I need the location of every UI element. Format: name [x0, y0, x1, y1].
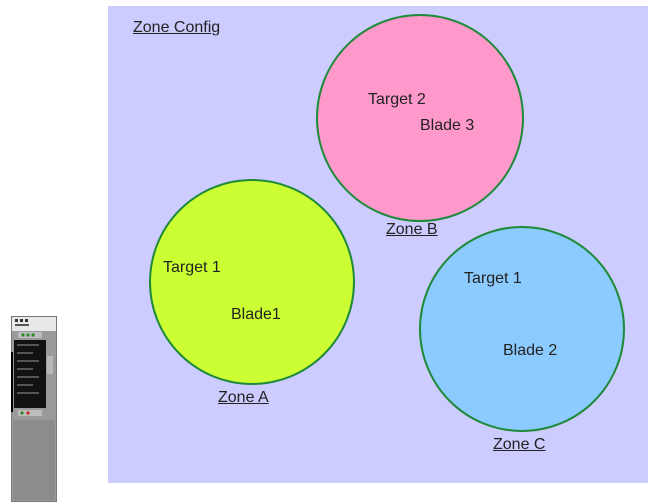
- zone-b-label: Zone B: [386, 221, 438, 238]
- zone-b-blade: Blade 3: [420, 117, 475, 134]
- zone-b-target: Target 2: [368, 91, 426, 108]
- zone-a-label: Zone A: [218, 389, 269, 406]
- zone-c-label: Zone C: [493, 436, 546, 453]
- zone-a-blade: Blade1: [231, 306, 281, 323]
- zone-a-circle[interactable]: [149, 179, 355, 385]
- zone-c-blade: Blade 2: [503, 342, 558, 359]
- zone-a-target: Target 1: [163, 259, 221, 276]
- zone-b-circle[interactable]: [316, 14, 524, 222]
- zone-c-target: Target 1: [464, 270, 522, 287]
- zone-config-title: Zone Config: [133, 19, 221, 36]
- zone-c-circle[interactable]: [419, 226, 625, 432]
- blade-server-icon: [10, 315, 58, 502]
